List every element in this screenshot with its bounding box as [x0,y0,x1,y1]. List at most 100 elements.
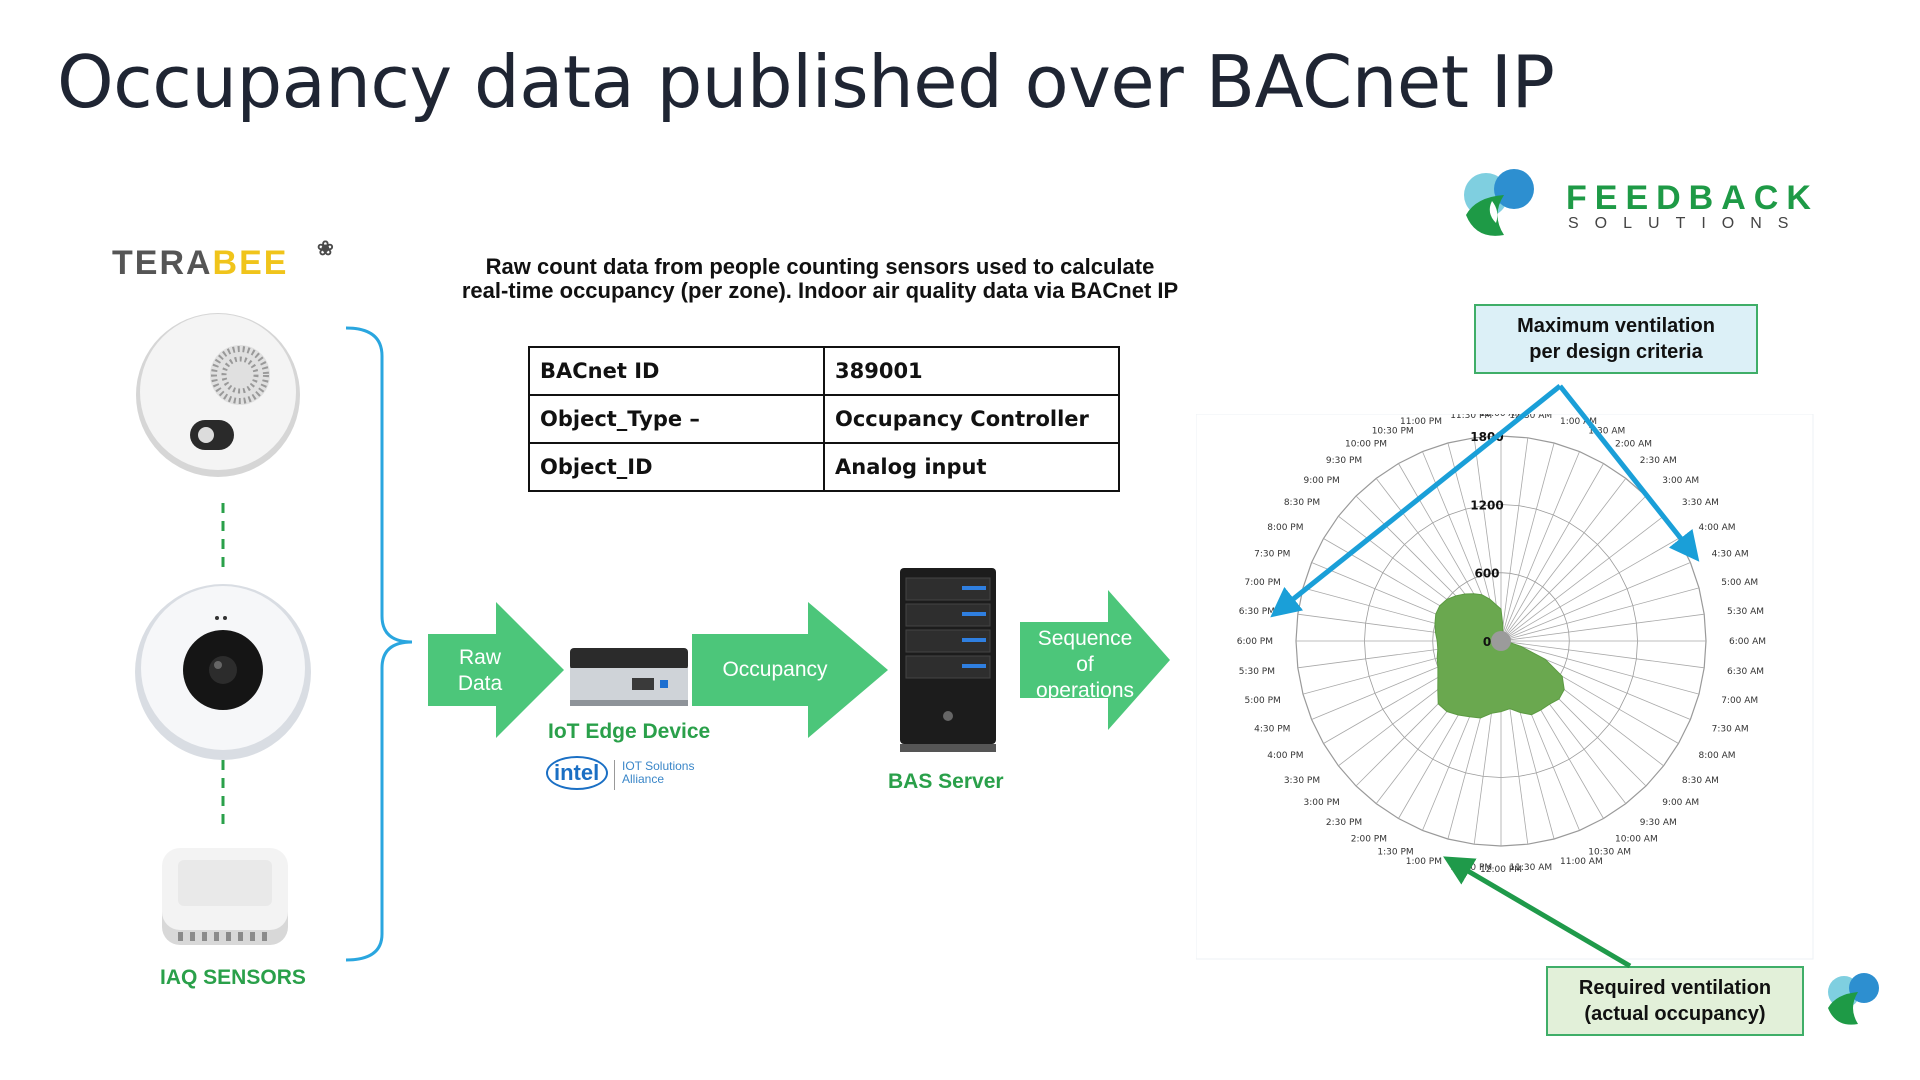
time-label: 11:00 AM [1560,857,1603,867]
time-label: 6:30 AM [1727,667,1764,677]
iot-edge-device-label: IoT Edge Device [548,720,711,743]
time-label: 5:00 AM [1721,578,1758,588]
radial-tick-label: 1200 [1470,498,1503,512]
caption-line-2: real-time occupancy (per zone). Indoor a… [461,278,1179,303]
raw-data-label: Raw Data [440,645,520,697]
time-label: 10:00 PM [1345,440,1387,450]
radar-spoke [1500,478,1627,642]
raw-data-label-line-1: Raw [458,646,501,669]
intel-alliance-line-2: Alliance [622,772,665,786]
time-label: 4:30 PM [1254,724,1290,734]
time-label: 2:00 AM [1615,440,1652,450]
time-label: 1:00 AM [1560,417,1597,427]
time-label: 9:00 PM [1304,476,1340,486]
table-key: Object_ID [528,442,825,492]
intel-logo: intel IOT Solutions Alliance [546,756,726,796]
intel-divider [614,760,615,790]
occupancy-label: Occupancy [722,658,828,681]
bas-server-label: BAS Server [888,770,1004,793]
table-key: Object_Type – [528,394,825,444]
time-label: 5:30 PM [1239,667,1275,677]
required-ventilation-callout: Required ventilation (actual occupancy) [1546,966,1804,1036]
intel-wordmark-text: intel [554,760,600,785]
sequence-label-line-3: operations [1035,679,1135,702]
sequence-label-line-2: of [1076,653,1094,676]
time-label: 10:00 AM [1615,835,1658,845]
time-label: 7:00 AM [1721,696,1758,706]
intel-wordmark [546,756,608,790]
terabee-logo-text: TERABEE [112,244,289,282]
flow-arrows [428,590,1170,738]
radar-spoke [1500,640,1700,695]
time-label: 5:00 PM [1245,696,1281,706]
time-label: 3:30 AM [1682,498,1719,508]
feedback-small-mark-icon [1828,973,1879,1025]
bacnet-table: BACnet ID 389001 Object_Type – Occupancy… [528,346,1120,492]
time-label: 3:00 PM [1304,798,1340,808]
terabee-logo: TERABEE ❀ [112,238,334,283]
radar-spoke [1500,587,1700,642]
table-value: Analog input [823,442,1120,492]
feedback-name: FEEDBACK [1566,179,1819,217]
max-ventilation-callout: Maximum ventilation per design criteria [1474,304,1758,374]
sensor-bracket [345,326,413,962]
time-label: 9:30 PM [1326,456,1362,466]
time-label: 2:30 PM [1326,818,1362,828]
time-label: 3:30 PM [1284,776,1320,786]
time-label: 5:30 AM [1727,607,1764,617]
radar-spoke [1500,515,1664,642]
radar-spoke [1500,451,1580,642]
intel-alliance-line-1: IOT Solutions [622,759,695,773]
table-row: BACnet ID 389001 [528,346,1120,396]
time-label: 1:30 PM [1377,848,1413,858]
radar-spoke [1500,495,1647,642]
time-label: 10:30 AM [1588,848,1631,858]
radar-spoke [1500,640,1705,669]
time-label: 12:00 AM [1480,414,1523,419]
time-label: 2:30 AM [1640,456,1677,466]
max-ventilation-line-1: Maximum ventilation [1517,315,1715,337]
feedback-sub: SOLUTIONS [1568,215,1805,232]
time-label: 6:30 PM [1239,607,1275,617]
time-label: 12:00 PM [1480,865,1522,875]
radar-spoke [1500,538,1679,642]
sequence-arrow [1020,590,1170,730]
table-value: Occupancy Controller [823,394,1120,444]
time-label: 6:00 PM [1237,637,1273,647]
radial-tick-label: 600 [1474,567,1499,581]
occupancy-arrow [692,602,888,738]
time-label: 11:00 PM [1400,417,1442,427]
time-label: 7:30 AM [1712,724,1749,734]
time-label: 7:00 PM [1245,578,1281,588]
sensor-column [135,313,311,945]
time-label: 8:00 PM [1267,523,1303,533]
radar-spoke [1500,463,1604,642]
page-title: Occupancy data published over BACnet IP [57,40,1555,124]
callout-arrows [1270,384,1700,969]
required-ventilation-line-1: Required ventilation [1578,977,1772,999]
ceiling-sensor-1-icon [136,313,300,477]
table-row: Object_Type – Occupancy Controller [528,394,1120,444]
time-label: 8:00 AM [1699,751,1736,761]
time-label: 8:30 AM [1682,776,1719,786]
time-label: 7:30 PM [1254,550,1290,560]
time-label: 11:30 AM [1509,863,1552,873]
time-label: 4:30 AM [1712,550,1749,560]
bee-icon: ❀ [317,238,336,260]
ceiling-sensor-2-icon [135,584,311,760]
required-arrow [1443,856,1632,969]
intel-alliance-text: IOT Solutions Alliance [622,760,694,786]
bas-server-icon [900,568,996,752]
radar-spoke [1500,437,1529,642]
time-label: 3:00 AM [1662,476,1699,486]
time-label: 4:00 PM [1267,751,1303,761]
sequence-label-line-1: Sequence [1037,627,1133,650]
raw-data-label-line-2: Data [457,672,503,695]
time-label: 2:00 PM [1351,835,1387,845]
iot-edge-device-icon [570,648,688,706]
sequence-label: Sequence of operations [1020,626,1150,704]
radar-spoke [1500,442,1555,642]
time-label: 11:30 PM [1450,414,1492,421]
time-label: 1:30 AM [1588,426,1625,436]
